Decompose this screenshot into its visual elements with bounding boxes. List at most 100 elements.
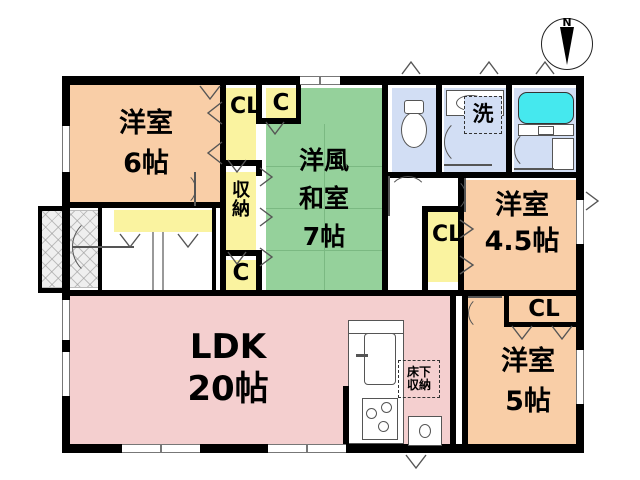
exterior-entry-marker — [401, 60, 421, 75]
underfloor-storage-marker — [398, 360, 440, 398]
window-mullion — [306, 444, 308, 453]
window-left-2 — [62, 300, 70, 340]
bath-door-swing — [514, 130, 554, 170]
window-right-1 — [576, 200, 584, 244]
room-label-japanese-7-line2: 和室 — [298, 184, 349, 213]
wall-room5-left2 — [462, 296, 468, 446]
wall-closet-col-right3 — [256, 250, 262, 290]
wall-closet-col-left — [220, 84, 226, 290]
compass-rose: N — [541, 16, 593, 70]
closet-fill-cl-top-left — [226, 88, 256, 160]
kitchen-wall — [343, 386, 349, 444]
bath-door-leaf — [514, 168, 554, 170]
room5-door-leaf — [468, 296, 502, 298]
sliding-door-marker — [259, 207, 274, 227]
entrance-door-leaf — [72, 246, 134, 248]
toilet-door-swing — [388, 176, 428, 216]
window-left-3 — [62, 352, 70, 396]
exterior-entry-marker — [479, 60, 499, 75]
wall-japanese-right — [382, 84, 388, 290]
room45-door-swing — [432, 178, 466, 212]
toilet-tank-icon — [404, 100, 424, 114]
room6-door-leaf — [194, 172, 196, 206]
closet-door-marker — [511, 325, 533, 341]
closet-fill-c-bottom-left — [226, 260, 256, 290]
wall-above-ldk — [62, 290, 454, 296]
wall-closet-div1 — [220, 160, 262, 166]
wall-entrance-left — [38, 206, 42, 292]
closet-fill-cl-mid-right — [428, 212, 458, 282]
room-label-ldk-line1: LDK — [189, 327, 267, 367]
appliance-dial-icon — [419, 424, 431, 438]
room-fill-youshitsu-5b — [468, 326, 578, 444]
room-label-youshitsu-45-line2: 4.5帖 — [484, 226, 560, 257]
wall-closet-col-right — [256, 84, 262, 124]
wall-room5-left — [450, 290, 456, 450]
room-label-youshitsu-5-line1: 洋室 — [501, 346, 555, 377]
sliding-door-marker — [259, 167, 274, 187]
washroom-door-swing — [444, 118, 492, 166]
toilet-bowl-icon — [401, 112, 427, 148]
room-fill-washitsu-6 — [68, 84, 220, 206]
stove-burner-icon — [381, 402, 392, 413]
shoe-closet-divider — [152, 232, 154, 290]
closet-door-marker — [206, 141, 223, 165]
closet-door-marker — [265, 121, 285, 136]
exterior-entry-marker — [585, 191, 600, 211]
wall-cl-mid-left — [422, 206, 428, 290]
room-label-youshitsu-45-line1: 洋室 — [495, 190, 549, 221]
tatami-line — [324, 124, 325, 290]
exterior-entry-marker — [535, 60, 555, 75]
range-hood-icon — [348, 320, 404, 334]
closet-fill-shuno — [226, 172, 256, 254]
window-mullion — [160, 444, 162, 453]
room-label-youshitsu-5-line2: 5帖 — [505, 386, 551, 417]
wall-hall-right — [212, 208, 216, 292]
room-label-japanese-7-line1: 洋風 — [298, 146, 349, 175]
storage-label-cl-mid-right: CL — [432, 222, 463, 247]
shoe-closet-divider — [162, 232, 164, 290]
wall-under-room6 — [62, 202, 222, 208]
toilet-door-leaf — [388, 176, 390, 216]
shoe-closet-fill — [114, 210, 214, 232]
closet-door-marker — [199, 85, 221, 101]
room45-door-leaf — [464, 178, 466, 212]
compass-ring — [541, 18, 593, 70]
sliding-door-marker — [259, 247, 274, 267]
wall-washroom-right — [506, 84, 512, 174]
room5-door-swing — [468, 296, 502, 330]
window-right-2 — [576, 350, 584, 404]
closet-door-marker — [227, 251, 247, 266]
wall-cl-lower-bottom — [504, 322, 584, 327]
room-fill-japanese-7-top — [300, 88, 382, 124]
window-mullion — [319, 76, 321, 85]
underfloor-storage-label: 床下収納 — [406, 365, 431, 393]
storage-label-cl-top-left: CL — [230, 94, 261, 119]
kitchen-sink-icon — [364, 333, 396, 385]
storage-label-shuno: 収納 — [232, 180, 250, 220]
bathtub-icon — [518, 92, 574, 124]
wall-closet-div3 — [262, 118, 300, 124]
shoe-closet-door-marker — [177, 233, 199, 249]
kitchen-faucet-icon — [356, 354, 368, 357]
closet-door-marker — [227, 159, 247, 174]
wall-room45-left — [458, 176, 464, 296]
shoe-closet-door-marker — [119, 233, 141, 249]
stove-burner-icon — [366, 408, 377, 419]
kitchen-stove-icon — [362, 398, 398, 440]
closet-door-marker — [206, 101, 223, 125]
room-label-washitsu-6-line2: 6帖 — [123, 148, 169, 179]
bath-panel-icon — [552, 138, 574, 170]
wall-closet-col-right2 — [256, 160, 262, 176]
closet-door-marker — [459, 255, 475, 275]
wall-toilet-right — [436, 84, 442, 174]
wall-entrance-top — [38, 206, 70, 211]
wall-entrance-bottom — [38, 288, 70, 293]
wall-sanitary-bottom — [388, 172, 584, 178]
room-fill-youshitsu-45 — [464, 180, 578, 290]
wall-closet-div2 — [220, 250, 262, 256]
laundry-label: 洗 — [472, 102, 494, 126]
room-label-japanese-7-line3: 7帖 — [302, 222, 346, 251]
closet-door-marker — [459, 219, 475, 239]
